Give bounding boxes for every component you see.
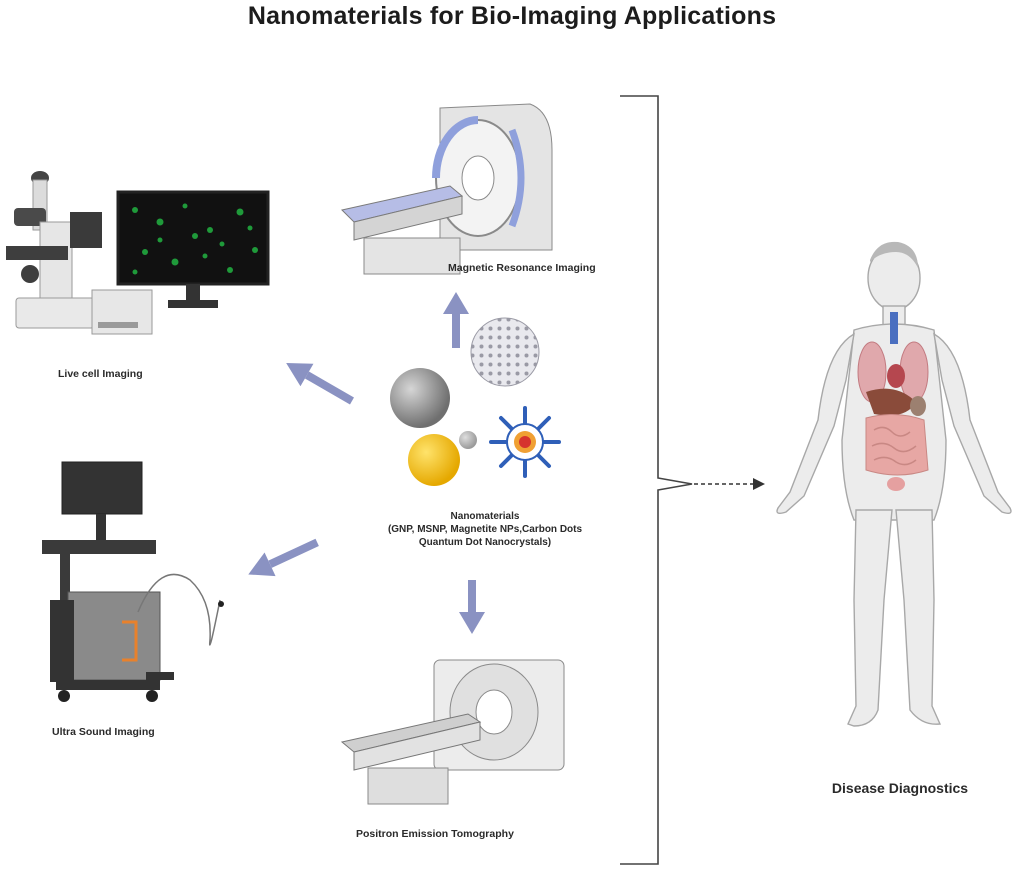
nanomaterials-label-line3: Quantum Dot Nanocrystals) xyxy=(418,537,552,548)
ultrasound-machine-icon xyxy=(42,461,224,702)
arrow-down xyxy=(459,580,485,634)
pet-label: Positron Emission Tomography xyxy=(356,828,514,840)
arrow-up-left xyxy=(286,363,354,405)
pet-scanner-icon xyxy=(340,659,565,805)
arrows xyxy=(248,292,485,634)
nanomaterials-label: Nanomaterials (GNP, MSNP, Magnetite NPs,… xyxy=(350,510,620,549)
human-body-icon xyxy=(776,241,1012,727)
monitor-icon xyxy=(91,190,270,335)
live-cell-label: Live cell Imaging xyxy=(58,368,143,380)
arrow-up xyxy=(443,292,469,348)
microscope-icon xyxy=(6,171,102,329)
disease-diagnostics-label: Disease Diagnostics xyxy=(831,780,969,796)
arrow-down-left xyxy=(248,538,319,577)
grouping-bracket xyxy=(620,95,693,865)
nanomaterials-label-line1: Nanomaterials xyxy=(450,511,520,522)
mri-label: Magnetic Resonance Imaging xyxy=(448,262,596,274)
page-title: Nanomaterials for Bio-Imaging Applicatio… xyxy=(247,2,777,30)
mri-scanner-icon xyxy=(341,103,553,275)
nanomaterials-label-line2: (GNP, MSNP, Magnetite NPs,Carbon Dots xyxy=(387,524,583,535)
nanoparticle-icon xyxy=(390,317,561,486)
ultrasound-label: Ultra Sound Imaging xyxy=(52,726,155,738)
